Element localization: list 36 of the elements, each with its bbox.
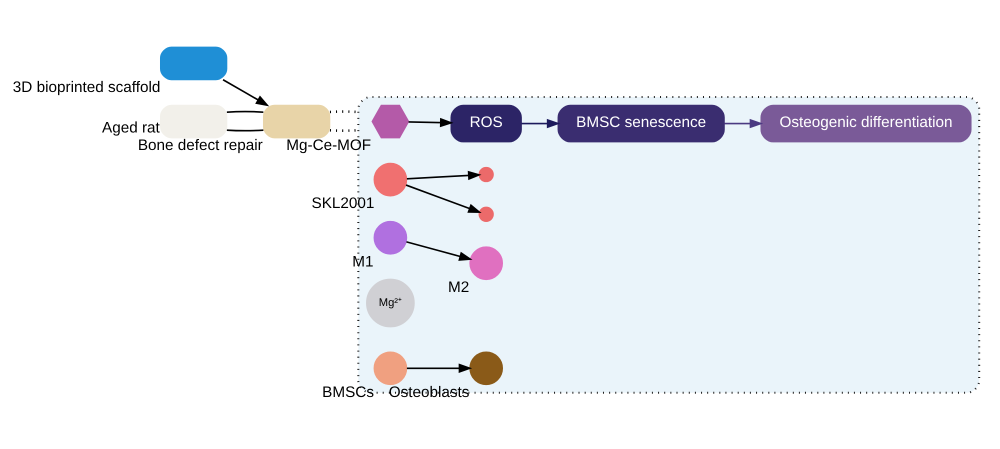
arrow xyxy=(724,118,764,128)
node-box xyxy=(262,104,330,138)
node-label: Osteoblasts xyxy=(388,384,470,401)
node-label: M1 xyxy=(352,253,374,270)
node-circle xyxy=(374,220,408,255)
node-box xyxy=(160,104,228,138)
node-circle xyxy=(374,351,408,386)
node-circle xyxy=(469,246,503,280)
arrow xyxy=(222,79,270,106)
connector xyxy=(330,110,358,114)
connector xyxy=(226,110,264,113)
arrow xyxy=(522,118,560,128)
node-circle xyxy=(374,162,408,196)
node-box: ROS xyxy=(450,104,522,142)
node-label: M2 xyxy=(448,278,470,296)
node-hexagon xyxy=(371,104,410,138)
node-label: SKL2001 xyxy=(312,195,374,212)
node-circle xyxy=(478,206,494,222)
node-label: Bone defect repair xyxy=(138,137,263,154)
node-circle xyxy=(469,351,503,386)
node-box: BMSC senescence xyxy=(558,104,725,142)
arrow xyxy=(406,170,482,180)
node-box xyxy=(160,46,228,80)
node-label: 3D bioprinted scaffold xyxy=(12,78,160,96)
node-label: Mg-Ce-MOF xyxy=(286,137,372,154)
arrow xyxy=(406,364,472,373)
node-box: Osteogenic differentiation xyxy=(760,104,972,142)
arrow xyxy=(408,118,454,128)
arrow xyxy=(406,184,482,213)
connector xyxy=(226,129,264,132)
node-circle: Mg²⁺ xyxy=(366,278,415,328)
arrow xyxy=(406,241,473,261)
node-label: Aged rat xyxy=(102,120,160,137)
connector xyxy=(330,128,358,132)
node-label: BMSCs xyxy=(322,384,374,401)
node-circle xyxy=(478,166,494,182)
